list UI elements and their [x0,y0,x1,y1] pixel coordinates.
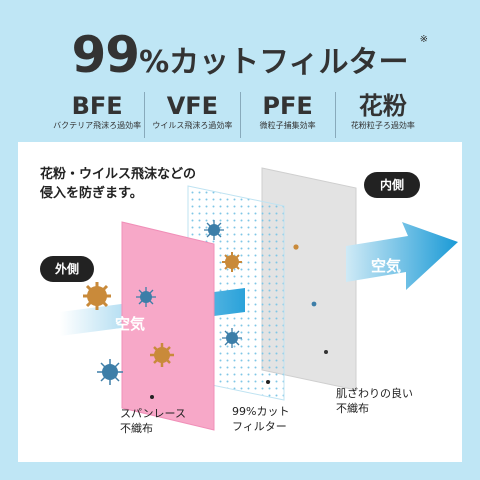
stat-vfe: VFE ウイルス飛沫ろ過効率 [145,92,241,138]
footnote-mark: ※ [419,34,428,45]
air-label-right: 空気 [371,257,402,275]
stat-name: BFE [71,92,123,120]
headline: 99%カットフィルター ※ [0,26,480,84]
air-label-left: 空気 [115,315,146,333]
stat-bfe: BFE バクテリア飛沫ろ過効率 [50,92,146,138]
intro-line-2: 侵入を防ぎます。 [40,186,143,201]
skin-layer-label-line-1: 肌ざわりの良い [336,387,413,400]
pollen-icon [150,343,174,367]
headline-text: カットフィルター [169,45,409,80]
spunlace-label-line-2: 不織布 [120,422,153,435]
virus-particle-icon [311,301,317,307]
virus-icon [222,328,242,348]
stat-pollen: 花粉 花粉粒子ろ過効率 [336,92,430,138]
intro-line-1: 花粉・ウイルス飛沫などの [40,167,197,182]
inside-label: 内側 [364,172,420,198]
stat-pfe: PFE 微粒子捕集効率 [241,92,336,138]
stat-desc: 微粒子捕集効率 [259,121,316,130]
pointer-dot [266,380,270,384]
stat-desc: 花粉粒子ろ過効率 [350,121,415,130]
pollen-particle-icon [293,244,299,250]
virus-icon [204,220,224,240]
filter-label-line-1: 99%カット [232,405,290,418]
spunlace-label: スパンレース 不織布 [120,406,186,436]
intro-text: 花粉・ウイルス飛沫などの 侵入を防ぎます。 [40,165,196,203]
stat-name: VFE [166,92,219,120]
virus-icon [136,287,156,307]
outer-layer-sheet [121,221,215,431]
outside-label: 外側 [40,256,94,282]
efficiency-stats: BFE バクテリア飛沫ろ過効率 VFE ウイルス飛沫ろ過効率 PFE 微粒子捕集… [50,92,430,138]
stat-desc: ウイルス飛沫ろ過効率 [152,121,233,130]
stat-name: PFE [262,92,313,120]
spunlace-label-line-1: スパンレース [120,407,186,420]
headline-number: 99 [71,26,140,84]
headline-percent: % [139,45,170,80]
filter-label: 99%カット フィルター [232,404,289,434]
virus-particle-icon [324,350,328,354]
stat-desc: バクテリア飛沫ろ過効率 [53,121,142,130]
skin-layer-label: 肌ざわりの良い 不織布 [336,386,413,416]
stat-name: 花粉 [358,92,407,120]
pollen-icon [83,282,111,310]
pollen-icon [222,252,242,272]
filter-label-line-2: フィルター [232,420,287,433]
virus-icon [97,359,123,385]
skin-layer-label-line-2: 不織布 [336,402,369,415]
pointer-dot [150,395,154,399]
air-arrow-right-icon [346,222,458,290]
